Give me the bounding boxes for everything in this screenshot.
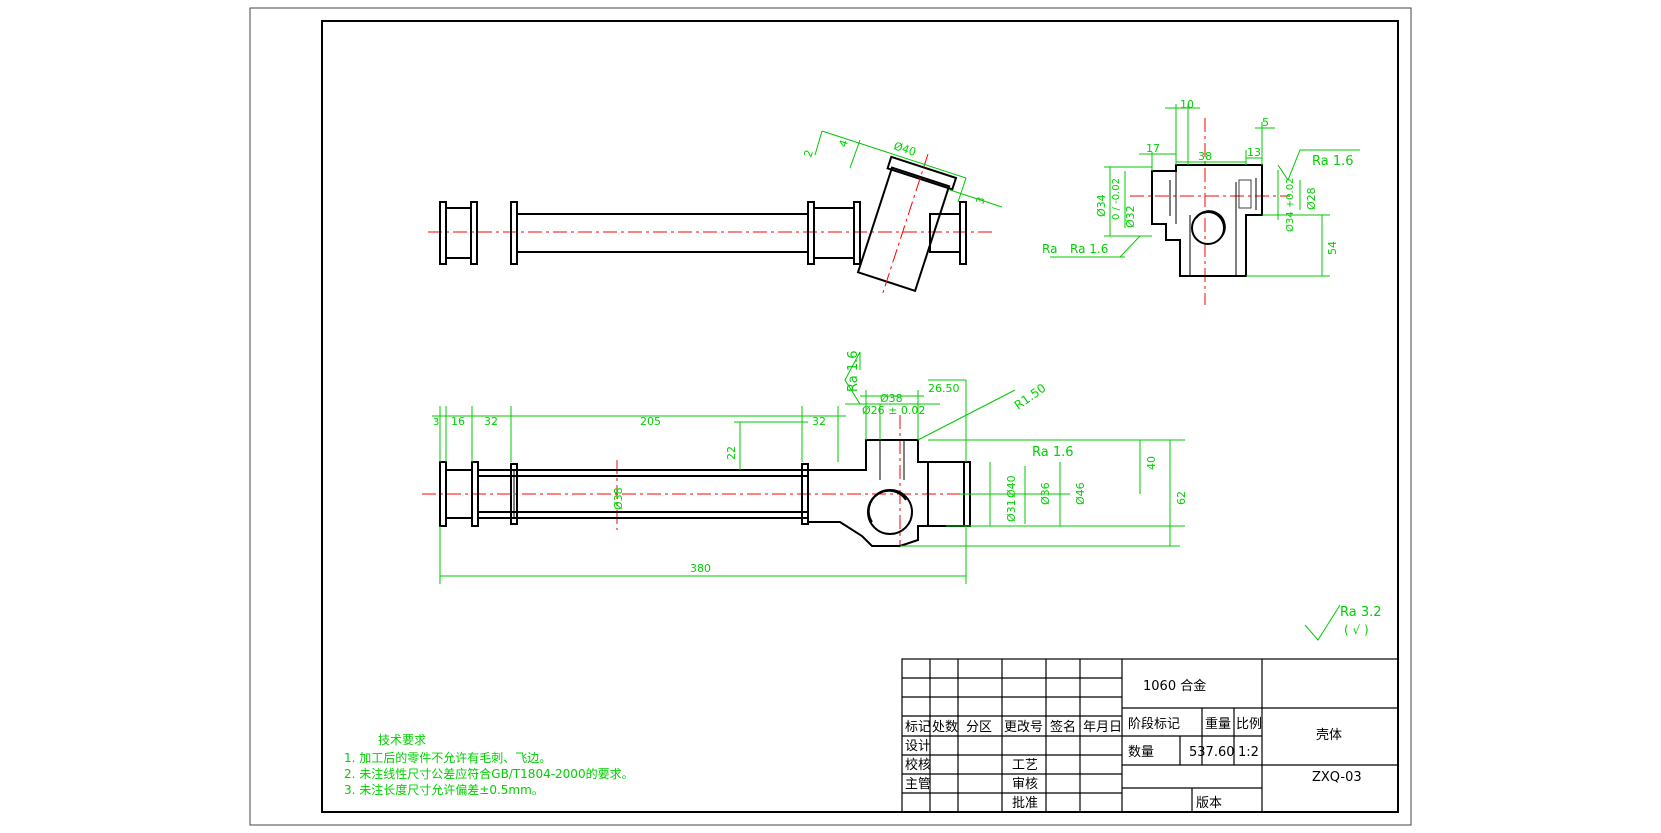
dim-top-3: 3 — [973, 195, 988, 206]
dim-front-phi36: Ø36 — [1039, 482, 1052, 505]
front-section-view: 3 16 32 205 32 22 Ø38 Ø26 ± 0.02 26.50 R… — [422, 350, 1188, 584]
dim-top-2: 2 — [801, 148, 816, 159]
dim-front-32b: 32 — [812, 415, 826, 428]
tb-header-count: 处数 — [932, 720, 958, 735]
inner-frame — [321, 20, 1399, 813]
dim-side-phi32: Ø32 — [1124, 205, 1137, 228]
dim-side-phi34b: Ø34 +0.02 — [1284, 178, 1296, 232]
dim-front-phi38-outer: Ø38 — [880, 392, 903, 405]
ra-side-left-label: Ra — [1042, 242, 1057, 256]
dim-side-38: 38 — [1198, 150, 1212, 163]
dim-side-phi28: Ø28 — [1305, 187, 1318, 210]
tb-review: 审核 — [1012, 777, 1038, 792]
tb-approve: 批准 — [1012, 796, 1038, 811]
note-1: 1. 加工后的零件不允许有毛刺、飞边。 — [344, 750, 551, 765]
tb-drawing-no: ZXQ-03 — [1312, 770, 1362, 785]
ra-front-top: Ra 1.6 — [846, 350, 861, 392]
dim-side-phi34: Ø34 — [1095, 194, 1108, 217]
dim-top-4: 4 — [836, 138, 851, 149]
tb-part-name: 壳体 — [1316, 728, 1342, 743]
dim-front-3: 3 — [433, 417, 439, 428]
notes-title: 技术要求 — [378, 733, 426, 747]
dim-front-16: 16 — [451, 415, 465, 428]
tb-weight-value: 537.60 — [1189, 745, 1235, 760]
tb-check: 校核 — [905, 757, 931, 773]
tb-design: 设计 — [905, 739, 931, 754]
tb-header-date: 年月日 — [1083, 720, 1122, 735]
ra-front-right: Ra 1.6 — [1032, 445, 1074, 460]
tb-edition: 版本 — [1196, 796, 1222, 811]
dim-front-205: 205 — [640, 415, 661, 428]
top-view: 2 4 Ø40 3 — [428, 130, 1003, 297]
title-block: 1060 合金 标记 处数 分区 更改号 签名 年月日 设计 校核 主管 工艺 … — [901, 658, 1399, 813]
dim-front-40: 40 — [1145, 456, 1158, 470]
dim-side-54: 54 — [1326, 241, 1339, 255]
general-finish-suffix: ( √ ) — [1344, 623, 1369, 637]
note-3: 3. 未注长度尺寸允许偏差±0.5mm。 — [344, 782, 544, 797]
technical-notes: 技术要求 1. 加工后的零件不允许有毛刺、飞边。 2. 未注线性尺寸公差应符合G… — [344, 733, 634, 797]
material-label: 1060 合金 — [1143, 678, 1206, 694]
ra-side-left: Ra 1.6 — [1070, 242, 1108, 256]
general-finish-value: Ra 3.2 — [1340, 605, 1382, 620]
tb-header-change: 更改号 — [1004, 720, 1043, 735]
dim-front-phi40: Ø40 — [1005, 475, 1018, 498]
dim-front-26-50: 26.50 — [928, 382, 960, 395]
dim-side-tol: 0 / -0.02 — [1111, 178, 1122, 220]
dim-front-22: 22 — [725, 446, 738, 460]
dim-front-r150: R1.50 — [1012, 381, 1049, 413]
dim-front-phi26: Ø26 ± 0.02 — [862, 404, 925, 417]
tb-scale-label: 比例 — [1236, 717, 1262, 732]
general-finish-symbol — [1304, 604, 1341, 641]
dim-front-phi46: Ø46 — [1074, 482, 1087, 505]
dim-top-phi40: Ø40 — [892, 139, 918, 158]
tb-quantity-label: 数量 — [1128, 745, 1154, 760]
dim-side-10: 10 — [1180, 98, 1194, 111]
tb-header-zone: 分区 — [966, 720, 992, 735]
outer-border — [249, 7, 1412, 826]
dim-front-phi31: Ø31 — [1005, 499, 1018, 522]
tb-process: 工艺 — [1012, 758, 1038, 773]
tb-scale-value: 1:2 — [1238, 745, 1259, 760]
dim-front-phi38-body: Ø38 — [612, 487, 625, 510]
tb-header-mark: 标记 — [905, 720, 931, 735]
side-view: 10 17 38 13 5 Ø34 0 / -0.02 Ø32 Ø34 +0.0… — [1042, 98, 1360, 305]
tb-weight-label: 重量 — [1205, 716, 1231, 732]
dim-side-17: 17 — [1146, 142, 1160, 155]
tb-header-sign: 签名 — [1050, 719, 1076, 735]
dim-front-62: 62 — [1175, 491, 1188, 505]
tb-stage-label: 阶段标记 — [1128, 717, 1180, 732]
ra-side-right: Ra 1.6 — [1312, 154, 1354, 169]
dim-front-32a: 32 — [484, 415, 498, 428]
note-2: 2. 未注线性尺寸公差应符合GB/T1804-2000的要求。 — [344, 766, 634, 781]
dim-side-5: 5 — [1262, 116, 1269, 129]
dim-front-380: 380 — [690, 562, 711, 575]
tb-supervisor: 主管 — [905, 777, 931, 792]
dim-side-13: 13 — [1247, 146, 1261, 159]
